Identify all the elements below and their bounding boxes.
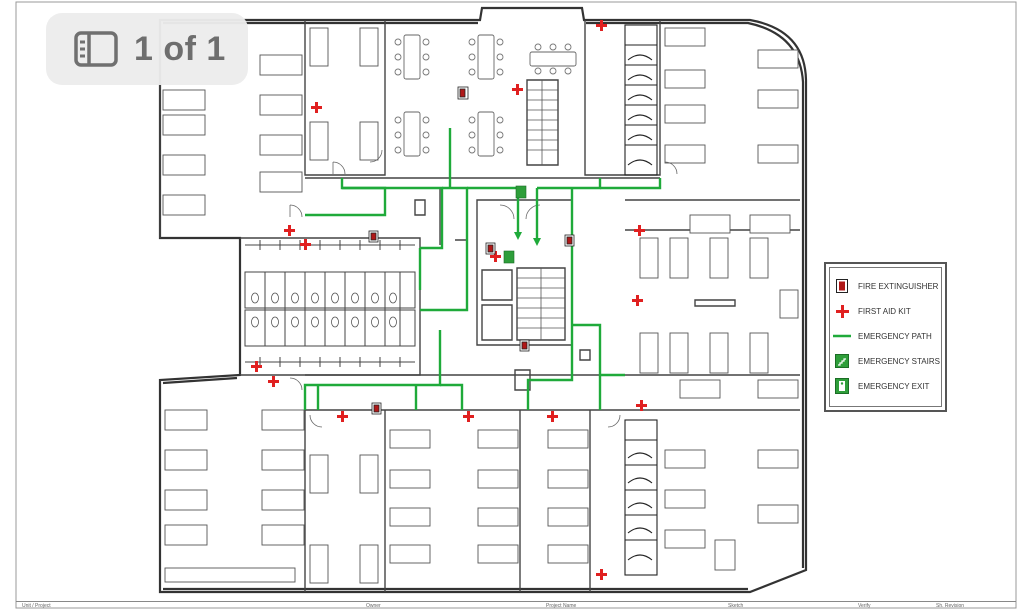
- legend-item-fire-extinguisher: FIRE EXTINGUISHER: [832, 276, 944, 296]
- emergency-path-arrows: [514, 232, 541, 246]
- first-aid-kits: [251, 20, 647, 580]
- waiting-tables: [394, 34, 577, 157]
- legend-label: FIRE EXTINGUISHER: [858, 281, 939, 291]
- sheet-border: [15, 1, 1017, 609]
- legend-label: EMERGENCY STAIRS: [858, 356, 940, 366]
- page-indicator-text: 1 of 1: [134, 29, 226, 68]
- first-aid-cross-icon: [832, 301, 852, 321]
- title-block: Unit / Project Owner Project Name Sketch…: [16, 601, 1016, 611]
- stair-treads: [517, 80, 565, 340]
- beds: [162, 27, 799, 584]
- emergency-exit-icon: [832, 376, 852, 396]
- door-swings: [289, 149, 678, 428]
- legend-item-emergency-path: EMERGENCY PATH: [832, 326, 944, 346]
- emergency-stairs-icon: [832, 351, 852, 371]
- shower-stalls: [624, 24, 658, 576]
- emergency-path-line-icon: [832, 326, 852, 346]
- emergency-path: [303, 128, 662, 410]
- legend-frame: [829, 267, 942, 407]
- sidebar-panel-icon[interactable]: [74, 31, 118, 67]
- fire-extinguishers: [368, 86, 575, 415]
- fire-extinguisher-icon: [832, 276, 852, 296]
- emergency-exit-signs: [503, 185, 527, 264]
- page-indicator-badge[interactable]: 1 of 1: [46, 13, 248, 85]
- legend-label: EMERGENCY PATH: [858, 331, 932, 341]
- legend-item-emergency-stairs: EMERGENCY STAIRS: [832, 351, 944, 371]
- legend-label: FIRST AID KIT: [858, 306, 911, 316]
- restroom-stalls: [244, 240, 416, 367]
- title-block-cell: Sh. Revision: [936, 603, 965, 609]
- building-walls: [158, 6, 808, 594]
- legend-item-first-aid: FIRST AID KIT: [832, 301, 944, 321]
- legend: FIRE EXTINGUISHER FIRST AID KIT EMERGENC…: [824, 262, 947, 412]
- title-block-cell: Verify: [858, 603, 871, 609]
- title-block-cell: Sketch: [728, 603, 744, 609]
- legend-item-emergency-exit: EMERGENCY EXIT: [832, 376, 944, 396]
- title-block-cell: Project Name: [546, 603, 577, 609]
- title-block-cell: Owner: [366, 603, 381, 609]
- legend-label: EMERGENCY EXIT: [858, 381, 930, 391]
- title-block-cell: Unit / Project: [22, 603, 51, 609]
